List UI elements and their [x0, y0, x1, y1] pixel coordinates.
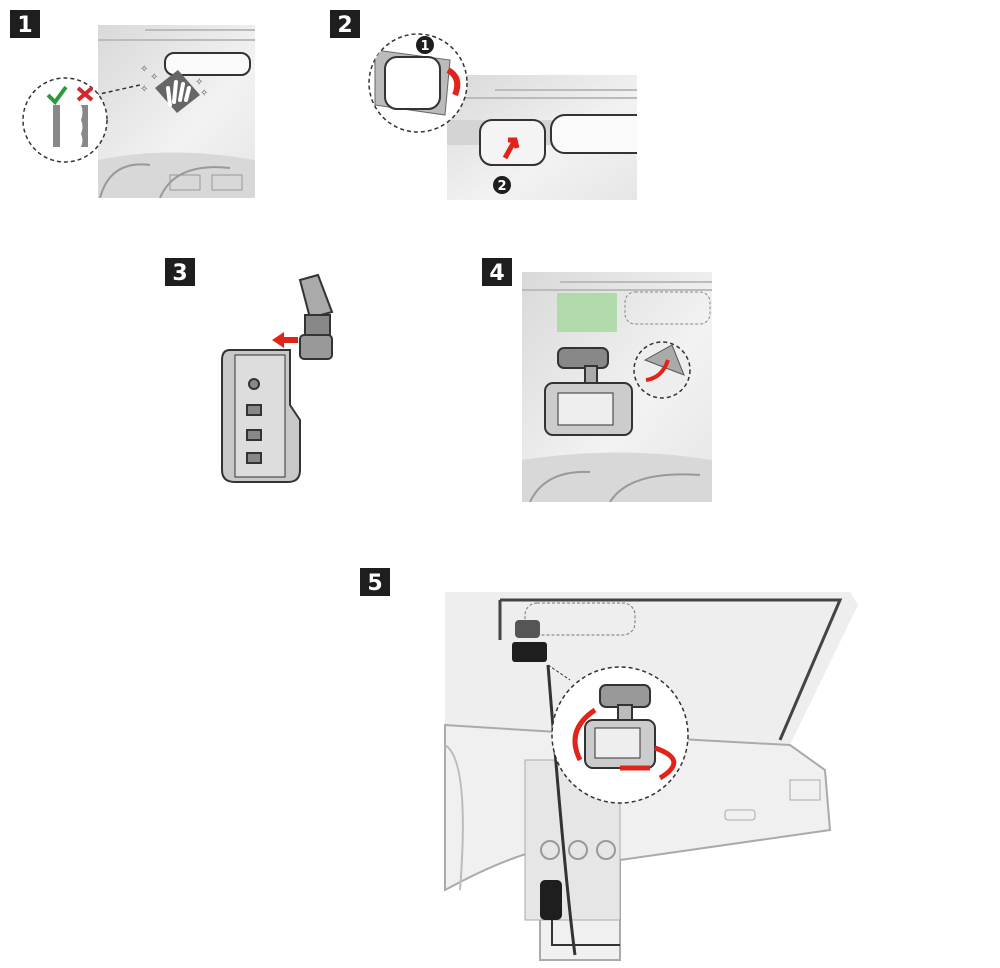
dash-cam-front — [544, 347, 633, 436]
step-1-number: 1 — [17, 13, 32, 38]
step-2-badge — [330, 10, 360, 38]
rotate-arrow-icon — [645, 359, 670, 382]
rear-view-mirror — [164, 52, 251, 76]
step-5: 5 — [360, 568, 858, 961]
step-3-badge — [165, 258, 195, 286]
svg-text:✧: ✧ — [140, 64, 148, 75]
step-3-number: 3 — [172, 261, 187, 286]
step-2: 2 1 2 — [330, 10, 637, 200]
step-1-badge — [10, 10, 40, 38]
sparkle-icon: ✧✧✧✧✧ — [140, 64, 208, 99]
step-4-badge — [482, 258, 512, 286]
svg-text:✧: ✧ — [195, 77, 203, 88]
dirty-surface — [81, 105, 88, 147]
power-cable — [500, 598, 843, 741]
hand-cloth-icon — [155, 70, 200, 113]
dash-cam — [512, 642, 547, 662]
clean-surface — [53, 105, 60, 147]
rotate-arrow-icon — [572, 707, 597, 762]
step-4-number: 4 — [489, 261, 504, 286]
camera-view-area — [557, 293, 617, 332]
callout-1 — [416, 36, 434, 54]
dash-cam-side — [221, 349, 301, 483]
step-1: 1 ✧✧✧✧✧ — [10, 10, 255, 198]
step-5-number: 5 — [367, 571, 382, 596]
step-4: 4 — [482, 258, 712, 502]
step-2-number: 2 — [337, 13, 352, 38]
svg-text:✧: ✧ — [150, 72, 158, 83]
cross-icon — [76, 86, 94, 102]
power-cable — [546, 664, 577, 956]
rotate-arrow-icon — [654, 745, 677, 781]
arrow-icon — [502, 137, 520, 160]
svg-text:✧: ✧ — [140, 84, 148, 95]
callout-2 — [493, 176, 511, 194]
checkmark-icon — [46, 85, 68, 106]
step-5-badge — [360, 568, 390, 596]
dash-cam-closeup — [584, 684, 656, 769]
bracket-mount — [298, 273, 334, 360]
step-3: 3 — [165, 258, 334, 483]
rear-view-mirror — [550, 114, 637, 154]
callout-2-text: 2 — [497, 179, 506, 194]
windshield-scene — [447, 75, 637, 200]
rotate-arrow-icon — [446, 67, 461, 97]
car-charger — [540, 880, 562, 920]
svg-text:✧: ✧ — [200, 88, 208, 99]
callout-1-text: 1 — [420, 39, 429, 54]
